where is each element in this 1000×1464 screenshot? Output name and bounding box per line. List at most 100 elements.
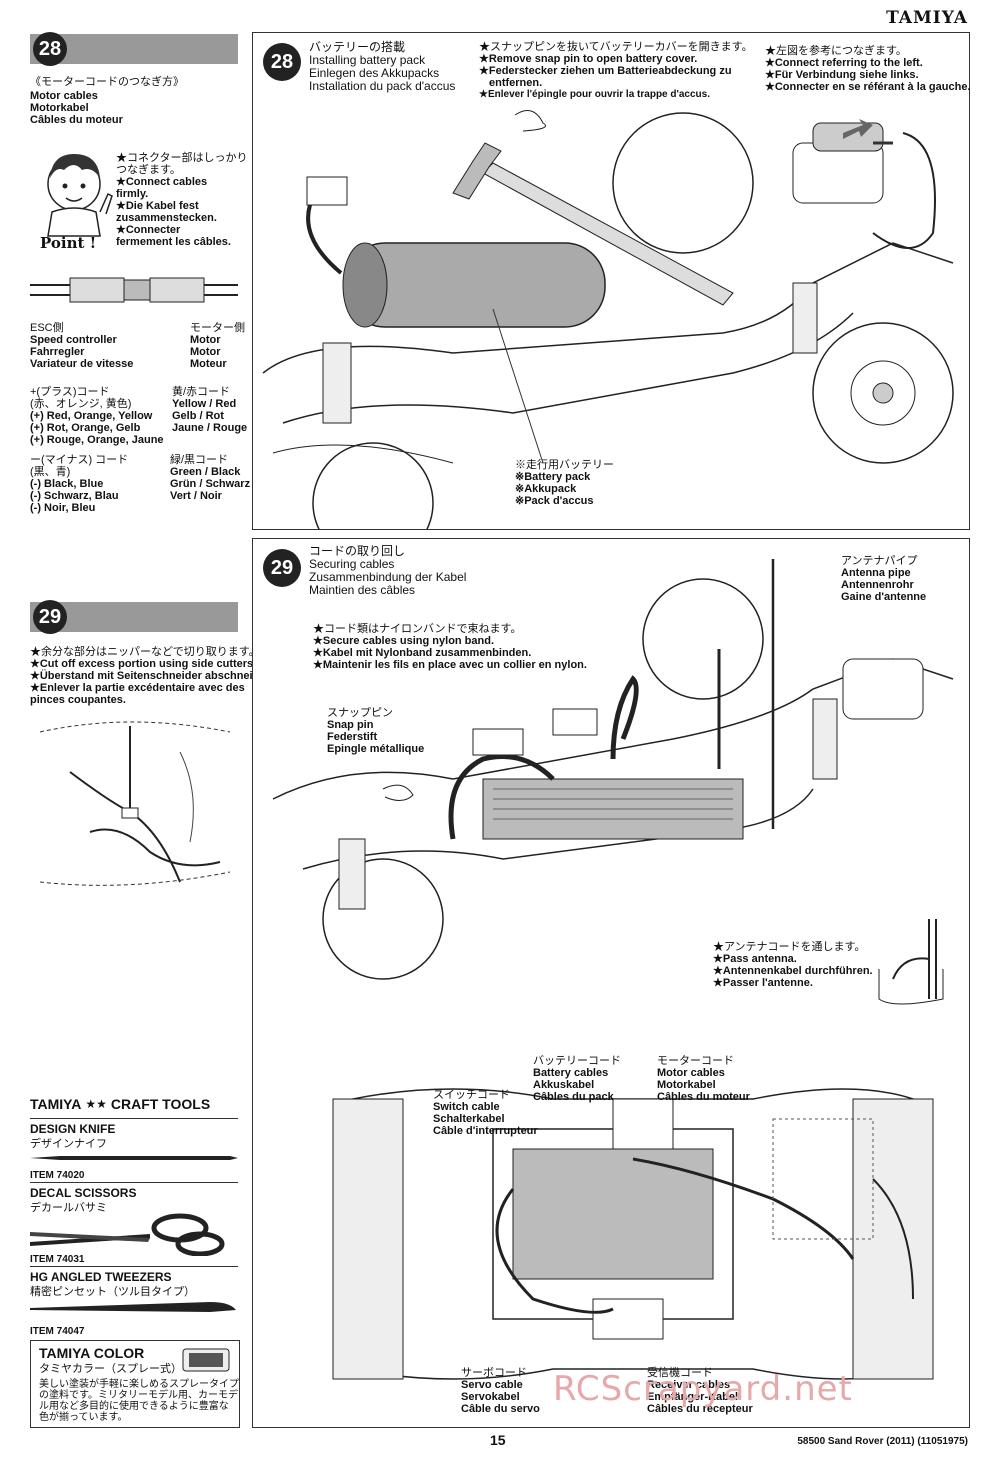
esc-line: Variateur de vitesse — [30, 358, 134, 370]
tip29-line: ★余分な部分はニッパーなどで切り取ります。 — [30, 646, 260, 658]
star-logo-icon: ★★ — [85, 1097, 107, 1111]
tool-jp: デカールバサミ — [30, 1202, 107, 1214]
receiver-cables-line: Câbles du récepteur — [647, 1403, 753, 1415]
tamiya-color-description: 美しい塗装が手軽に楽しめるスプレータイプ の塗料です。ミリタリーモデル用、カーモ… — [39, 1379, 239, 1423]
servo-cable-line: サーボコード — [461, 1367, 527, 1379]
note2-line: ★左図を参考につなぎます。 — [765, 45, 907, 57]
step-28-panel: 28 バッテリーの搭載 Installing battery pack Einl… — [252, 32, 971, 530]
brand-logo: TAMIYA — [886, 8, 968, 28]
step-29-title-line: コードの取り回し — [309, 544, 406, 558]
step-29-title-line: Maintien des câbles — [309, 583, 416, 597]
green-black-line: Grün / Schwarz — [170, 478, 251, 490]
receiver-cables-line: Empfänger-Kabel — [647, 1391, 739, 1403]
step-28-title-line: Installing battery pack — [309, 53, 426, 67]
note-line: ★Enlever l'épingle pour ouvrir la trappe… — [479, 89, 711, 100]
minus-line: (-) Noir, Bleu — [30, 502, 96, 514]
tool-name: DECAL SCISSORS — [30, 1186, 137, 1200]
switch-cable-line: スイッチコード — [433, 1089, 510, 1101]
tool-name: HG ANGLED TWEEZERS — [30, 1270, 172, 1284]
battery-cables-line: Câbles du pack — [533, 1091, 614, 1103]
switch-cable-line: Câble d'interrupteur — [433, 1125, 538, 1137]
tip29-line: ★Cut off excess portion using side cutte… — [30, 658, 257, 670]
battery-line: ※Akkupack — [515, 483, 577, 495]
craft-tools-title: CRAFT TOOLS — [110, 1096, 211, 1112]
receiver-cables-line: Receiver cables — [647, 1379, 731, 1391]
antenna-pipe-line: アンテナパイプ — [841, 555, 918, 567]
battery-cables-line: バッテリーコード — [533, 1055, 621, 1067]
servo-cable-line: Servo cable — [461, 1379, 523, 1391]
sidebar-28-tip: ★コネクター部はしっかり つなぎます。 ★Connect cables firm… — [116, 152, 248, 248]
sidebar-28-title-line: Motor cables — [30, 90, 98, 102]
motor-cables-line: モーターコード — [657, 1055, 734, 1067]
sidebar-28-title-line: Câbles du moteur — [30, 114, 123, 126]
nylon-band-note: ★コード類はナイロンバンドで束ねます。 ★Secure cables using… — [313, 623, 587, 671]
esc-line: ESC側 — [30, 322, 64, 334]
tip29-line: ★Enlever la partie excédentaire avec des — [30, 682, 245, 694]
step-28-sidebar-number: 28 — [33, 32, 67, 66]
page-number: 15 — [490, 1432, 506, 1448]
craft-tools-header: TAMIYA ★★ CRAFT TOOLS — [30, 1096, 210, 1112]
motor-side-line: Moteur — [190, 358, 227, 370]
esc-line: Fahrregler — [30, 346, 85, 358]
snap-pin-label: スナップピン Snap pin Federstift Epingle métal… — [327, 707, 424, 755]
step-29-panel: 29 コードの取り回し Securing cables Zusammenbind… — [252, 538, 970, 1428]
step-28-title-line: Einlegen des Akkupacks — [309, 66, 440, 80]
note-line: ★Federstecker ziehen um Batterieabdeckun… — [479, 65, 732, 77]
tip-line: ★コネクター部はしっかり — [116, 152, 248, 164]
antenna-pipe-line: Antennenrohr — [841, 579, 914, 591]
battery-line: ※走行用バッテリー — [515, 459, 614, 471]
switch-cable-label: スイッチコード Switch cable Schalterkabel Câble… — [433, 1089, 538, 1137]
pass-antenna-line: ★Pass antenna. — [713, 953, 797, 965]
esc-side-label: ESC側 Speed controller Fahrregler Variate… — [30, 322, 133, 370]
pass-antenna-line: ★アンテナコードを通します。 — [713, 941, 866, 953]
product-code: 58500 Sand Rover (2011) (11051975) — [797, 1436, 968, 1447]
step-29-number: 29 — [263, 549, 301, 587]
yellow-red-line: Yellow / Red — [172, 398, 237, 410]
antenna-pipe-line: Gaine d'antenne — [841, 591, 927, 603]
switch-cable-line: Switch cable — [433, 1101, 500, 1113]
spray-can-icon — [182, 1348, 230, 1372]
tamiya-color-jp: タミヤカラー（スプレー式） — [39, 1363, 182, 1375]
plus-line: (+) Red, Orange, Yellow — [30, 410, 153, 422]
tip29-line: pinces coupantes. — [30, 694, 126, 706]
divider — [30, 1266, 238, 1267]
snap-pin-line: スナップピン — [327, 707, 393, 719]
servo-cable-line: Servokabel — [461, 1391, 520, 1403]
tool-jp: デザインナイフ — [30, 1138, 107, 1150]
tip-line: つなぎます。 — [116, 164, 181, 176]
receiver-cables-label: 受信機コード Receiver cables Empfänger-Kabel C… — [647, 1367, 753, 1415]
step-29-title: コードの取り回し Securing cables Zusammenbindung… — [309, 545, 466, 597]
minus-line: (黒、青) — [30, 466, 71, 478]
antenna-pipe-line: Antenna pipe — [841, 567, 911, 579]
motor-connector-illustration — [30, 277, 238, 303]
note2-line: ★Für Verbindung siehe links. — [765, 69, 919, 81]
step-28-title-line: Installation du pack d'accus — [309, 79, 456, 93]
plus-line: (+) Rouge, Orange, Jaune — [30, 434, 164, 446]
craft-tools-brand: TAMIYA — [30, 1096, 82, 1112]
snap-pin-note: ★スナップピンを抜いてバッテリーカバーを開きます。 ★Remove snap p… — [479, 41, 753, 101]
tip-line: ★Connect cables — [116, 176, 208, 188]
battery-cables-label: バッテリーコード Battery cables Akkuskabel Câble… — [533, 1055, 621, 1103]
note-line: ★スナップピンを抜いてバッテリーカバーを開きます。 — [479, 41, 753, 53]
snap-pin-line: Snap pin — [327, 719, 374, 731]
minus-cable-label: ー(マイナス) コード (黒、青) (-) Black, Blue (-) Sc… — [30, 454, 128, 514]
motor-side-label: モーター側 Motor Motor Moteur — [190, 322, 245, 370]
yellow-red-line: Gelb / Rot — [172, 410, 224, 422]
tool-jp: 精密ピンセット（ツル目タイプ） — [30, 1286, 195, 1298]
pass-antenna-line: ★Passer l'antenne. — [713, 977, 813, 989]
yellow-red-line: 黄/赤コード — [172, 386, 231, 398]
sidebar-29-tip: ★余分な部分はニッパーなどで切り取ります。 ★Cut off excess po… — [30, 646, 275, 706]
green-black-line: Vert / Noir — [170, 490, 222, 502]
minus-line: (-) Schwarz, Blau — [30, 490, 119, 502]
motor-cables-line: Motorkabel — [657, 1079, 716, 1091]
step-29-title-line: Securing cables — [309, 557, 395, 571]
green-black-cable-label: 緑/黒コード Green / Black Grün / Schwarz Vert… — [170, 454, 250, 502]
step-28-number: 28 — [263, 43, 301, 81]
yellow-red-line: Jaune / Rouge — [172, 422, 248, 434]
esc-line: Speed controller — [30, 334, 117, 346]
battery-pack-label: ※走行用バッテリー ※Battery pack ※Akkupack ※Pack … — [515, 459, 614, 507]
tool-code: ITEM 74031 — [30, 1254, 85, 1265]
sidebar-28-title-line: Motorkabel — [30, 102, 89, 114]
yellow-red-cable-label: 黄/赤コード Yellow / Red Gelb / Rot Jaune / R… — [172, 386, 247, 434]
side-cutter-detail-illustration — [39, 721, 231, 886]
